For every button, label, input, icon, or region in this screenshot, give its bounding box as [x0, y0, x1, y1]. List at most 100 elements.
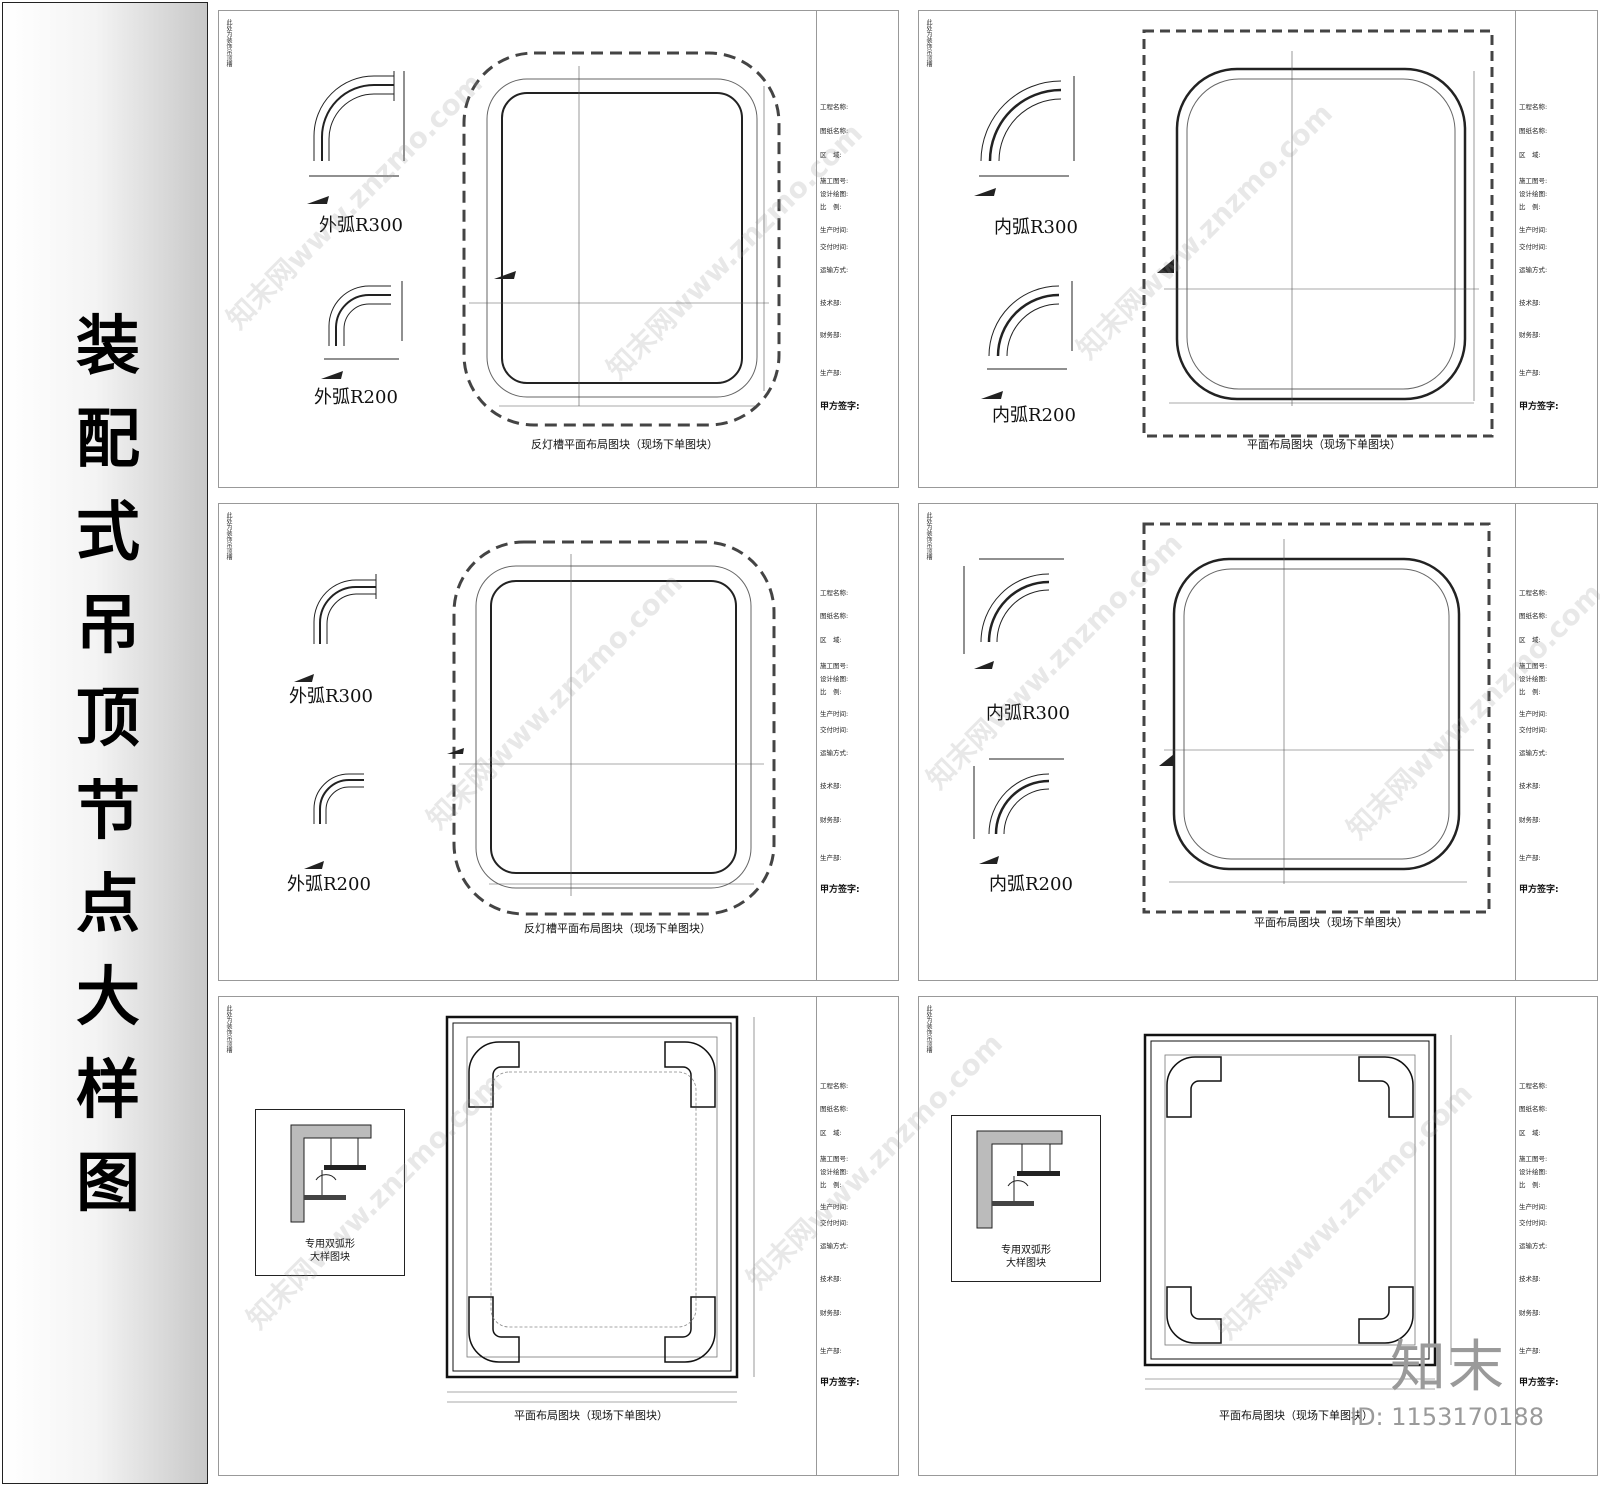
- tb-client-signature: 甲方签字:: [1519, 402, 1559, 412]
- section-detail-drawing: [290, 1124, 372, 1223]
- tb-project-name: 工程名称:: [820, 1082, 849, 1090]
- tb-production-time: 生产时间:: [1519, 710, 1548, 718]
- tb-drawing-name: 图纸名称:: [820, 127, 849, 135]
- sheet-drawing: [294, 540, 776, 916]
- sheet-inner-arc-2: 此处为装饰吊顶槽 内弧R300 内弧R200 平面布局图块（现场下单图块） 工程…: [918, 503, 1598, 981]
- tb-drawing-name: 图纸名称:: [1519, 1105, 1548, 1113]
- tb-drawing-no: 施工图号:: [1519, 1155, 1548, 1163]
- binding-note: 此处为装饰吊顶槽: [925, 19, 932, 67]
- sheet-caption: 反灯槽平面布局图块（现场下单图块）: [524, 922, 711, 935]
- tb-production-dept: 生产部:: [1519, 854, 1541, 862]
- tb-client-signature: 甲方签字:: [1519, 1378, 1559, 1388]
- binding-note: 此处为装饰吊顶槽: [925, 512, 932, 560]
- tb-drawing-name: 图纸名称:: [820, 612, 849, 620]
- title-block: 工程名称: 图纸名称: 区 域: 施工图号: 设计绘图: 比 例: 生产时间: …: [1515, 504, 1597, 980]
- tb-project-name: 工程名称:: [1519, 1082, 1548, 1090]
- tb-production-dept: 生产部:: [820, 854, 842, 862]
- tb-project-name: 工程名称:: [820, 589, 849, 597]
- detail-label-outer-r300: 外弧R300: [289, 686, 373, 707]
- binding-note: 此处为装饰吊顶槽: [225, 512, 232, 560]
- detail-label-inner-r200: 内弧R200: [989, 874, 1073, 895]
- tb-production-dept: 生产部:: [1519, 1347, 1541, 1355]
- tb-area: 区 域:: [1519, 636, 1541, 644]
- sheet-drawing: [1143, 1033, 1452, 1390]
- section-detail-drawing: [976, 1130, 1063, 1229]
- detail-label-inner-r300: 内弧R300: [986, 703, 1070, 724]
- binding-note: 此处为装饰吊顶槽: [225, 19, 232, 67]
- tb-client-signature: 甲方签字:: [820, 1378, 860, 1388]
- sheet-outer-arc-cove-2: 此处为装饰吊顶槽 外弧R300 外弧R200 反灯槽平面布局图块（现场下单图块）…: [218, 503, 899, 981]
- tb-delivery-time: 交付时间:: [820, 243, 849, 251]
- tb-tech-dept: 技术部:: [1519, 782, 1541, 790]
- tb-delivery-time: 交付时间:: [1519, 1219, 1548, 1227]
- tb-production-time: 生产时间:: [820, 710, 849, 718]
- title-block: 工程名称: 图纸名称: 区 域: 施工图号: 设计绘图: 比 例: 生产时间: …: [816, 997, 898, 1475]
- tb-tech-dept: 技术部:: [820, 299, 842, 307]
- tb-tech-dept: 技术部:: [820, 782, 842, 790]
- sheet-double-arc-2: 此处为装饰吊顶槽 专用双弧形 大样图块 平面布局图块（现场下单图块） 工程名称:…: [918, 996, 1598, 1476]
- tb-drawing-no: 施工图号:: [1519, 662, 1548, 670]
- tb-project-name: 工程名称:: [1519, 103, 1548, 111]
- tb-drawing-no: 施工图号:: [1519, 177, 1548, 185]
- tb-finance-dept: 财务部:: [820, 1309, 842, 1317]
- tb-drawing-no: 施工图号:: [820, 1155, 849, 1163]
- sheet-drawing: [307, 51, 781, 427]
- section-detail-label: 专用双弧形 大样图块: [305, 1239, 355, 1263]
- tb-production-time: 生产时间:: [820, 226, 849, 234]
- tb-designer: 设计绘图:: [820, 1168, 849, 1176]
- side-title-panel: 装配式吊顶节点大样图: [2, 2, 208, 1484]
- brand-logo-text: 知末: [1390, 1335, 1506, 1400]
- tb-scale: 比 例:: [1519, 203, 1541, 211]
- tb-area: 区 域:: [820, 151, 842, 159]
- tb-delivery-time: 交付时间:: [1519, 243, 1548, 251]
- tb-delivery-time: 交付时间:: [1519, 726, 1548, 734]
- drawing-set-title: 装配式吊顶节点大样图: [76, 310, 140, 1221]
- detail-label-inner-r200: 内弧R200: [992, 405, 1076, 426]
- tb-finance-dept: 财务部:: [820, 331, 842, 339]
- sheet-outer-arc-cove-1: 此处为装饰吊顶槽 外弧R300 外弧R200 反灯槽平面布局图块（现场下单图块）: [218, 10, 899, 488]
- tb-designer: 设计绘图:: [1519, 1168, 1548, 1176]
- title-block: 工程名称: 图纸名称: 区 域: 施工图号: 设计绘图: 比 例: 生产时间: …: [816, 504, 898, 980]
- tb-project-name: 工程名称:: [820, 103, 849, 111]
- tb-finance-dept: 财务部:: [1519, 331, 1541, 339]
- section-detail-box: 专用双弧形 大样图块: [951, 1115, 1101, 1282]
- tb-production-dept: 生产部:: [820, 1347, 842, 1355]
- tb-tech-dept: 技术部:: [820, 1275, 842, 1283]
- tb-production-time: 生产时间:: [820, 1203, 849, 1211]
- asset-id: ID: 1153170188: [1350, 1403, 1544, 1431]
- detail-label-outer-r200: 外弧R200: [287, 874, 371, 895]
- tb-finance-dept: 财务部:: [1519, 1309, 1541, 1317]
- tb-drawing-no: 施工图号:: [820, 177, 849, 185]
- tb-transport: 运输方式:: [820, 266, 849, 274]
- tb-scale: 比 例:: [820, 688, 842, 696]
- sheet-drawing: [445, 1015, 755, 1403]
- tb-area: 区 域:: [820, 636, 842, 644]
- detail-label-outer-r300: 外弧R300: [319, 215, 403, 236]
- tb-project-name: 工程名称:: [1519, 589, 1548, 597]
- tb-transport: 运输方式:: [820, 749, 849, 757]
- title-block: 工程名称: 图纸名称: 区 域: 施工图号: 设计绘图: 比 例: 生产时间: …: [1515, 997, 1597, 1475]
- tb-scale: 比 例:: [820, 1181, 842, 1189]
- title-block: 工程名称: 图纸名称: 区 域: 施工图号: 设计绘图: 比 例: 生产时间: …: [1515, 11, 1597, 487]
- section-detail-label: 专用双弧形 大样图块: [1001, 1245, 1051, 1269]
- detail-label-outer-r200: 外弧R200: [314, 387, 398, 408]
- tb-drawing-name: 图纸名称:: [1519, 127, 1548, 135]
- detail-label-inner-r300: 内弧R300: [994, 217, 1078, 238]
- tb-designer: 设计绘图:: [820, 675, 849, 683]
- tb-transport: 运输方式:: [1519, 749, 1548, 757]
- sheet-drawing: [974, 29, 1494, 438]
- tb-drawing-name: 图纸名称:: [1519, 612, 1548, 620]
- tb-designer: 设计绘图:: [1519, 675, 1548, 683]
- sheet-caption: 平面布局图块（现场下单图块）: [1219, 1409, 1373, 1422]
- tb-area: 区 域:: [820, 1129, 842, 1137]
- tb-finance-dept: 财务部:: [820, 816, 842, 824]
- tb-scale: 比 例:: [1519, 688, 1541, 696]
- sheet-caption: 平面布局图块（现场下单图块）: [514, 1409, 668, 1422]
- tb-production-dept: 生产部:: [1519, 369, 1541, 377]
- tb-designer: 设计绘图:: [1519, 190, 1548, 198]
- tb-area: 区 域:: [1519, 1129, 1541, 1137]
- sheet-caption: 平面布局图块（现场下单图块）: [1247, 438, 1401, 451]
- tb-designer: 设计绘图:: [820, 190, 849, 198]
- tb-delivery-time: 交付时间:: [820, 726, 849, 734]
- tb-finance-dept: 财务部:: [1519, 816, 1541, 824]
